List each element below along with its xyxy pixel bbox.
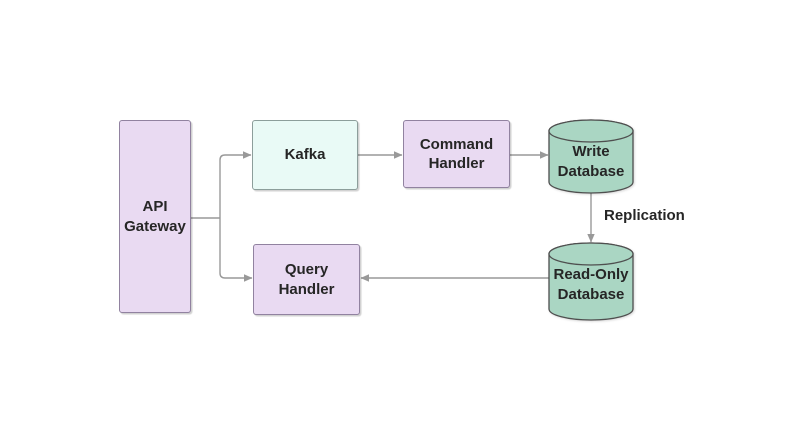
node-command-handler: Command Handler <box>403 120 510 188</box>
cylinder-top <box>548 242 634 266</box>
node-query-handler: Query Handler <box>253 244 360 315</box>
cylinder-top <box>548 119 634 143</box>
connector-gateway-to-kafka <box>219 151 252 218</box>
node-write-database-shape <box>548 119 634 194</box>
node-read-only-database-shape <box>548 242 634 321</box>
connector-gateway-to-query-handler <box>219 218 253 282</box>
replication-edge-label: Replication <box>604 207 685 224</box>
node-kafka: Kafka <box>252 120 358 190</box>
node-api-gateway: API Gateway <box>119 120 191 313</box>
